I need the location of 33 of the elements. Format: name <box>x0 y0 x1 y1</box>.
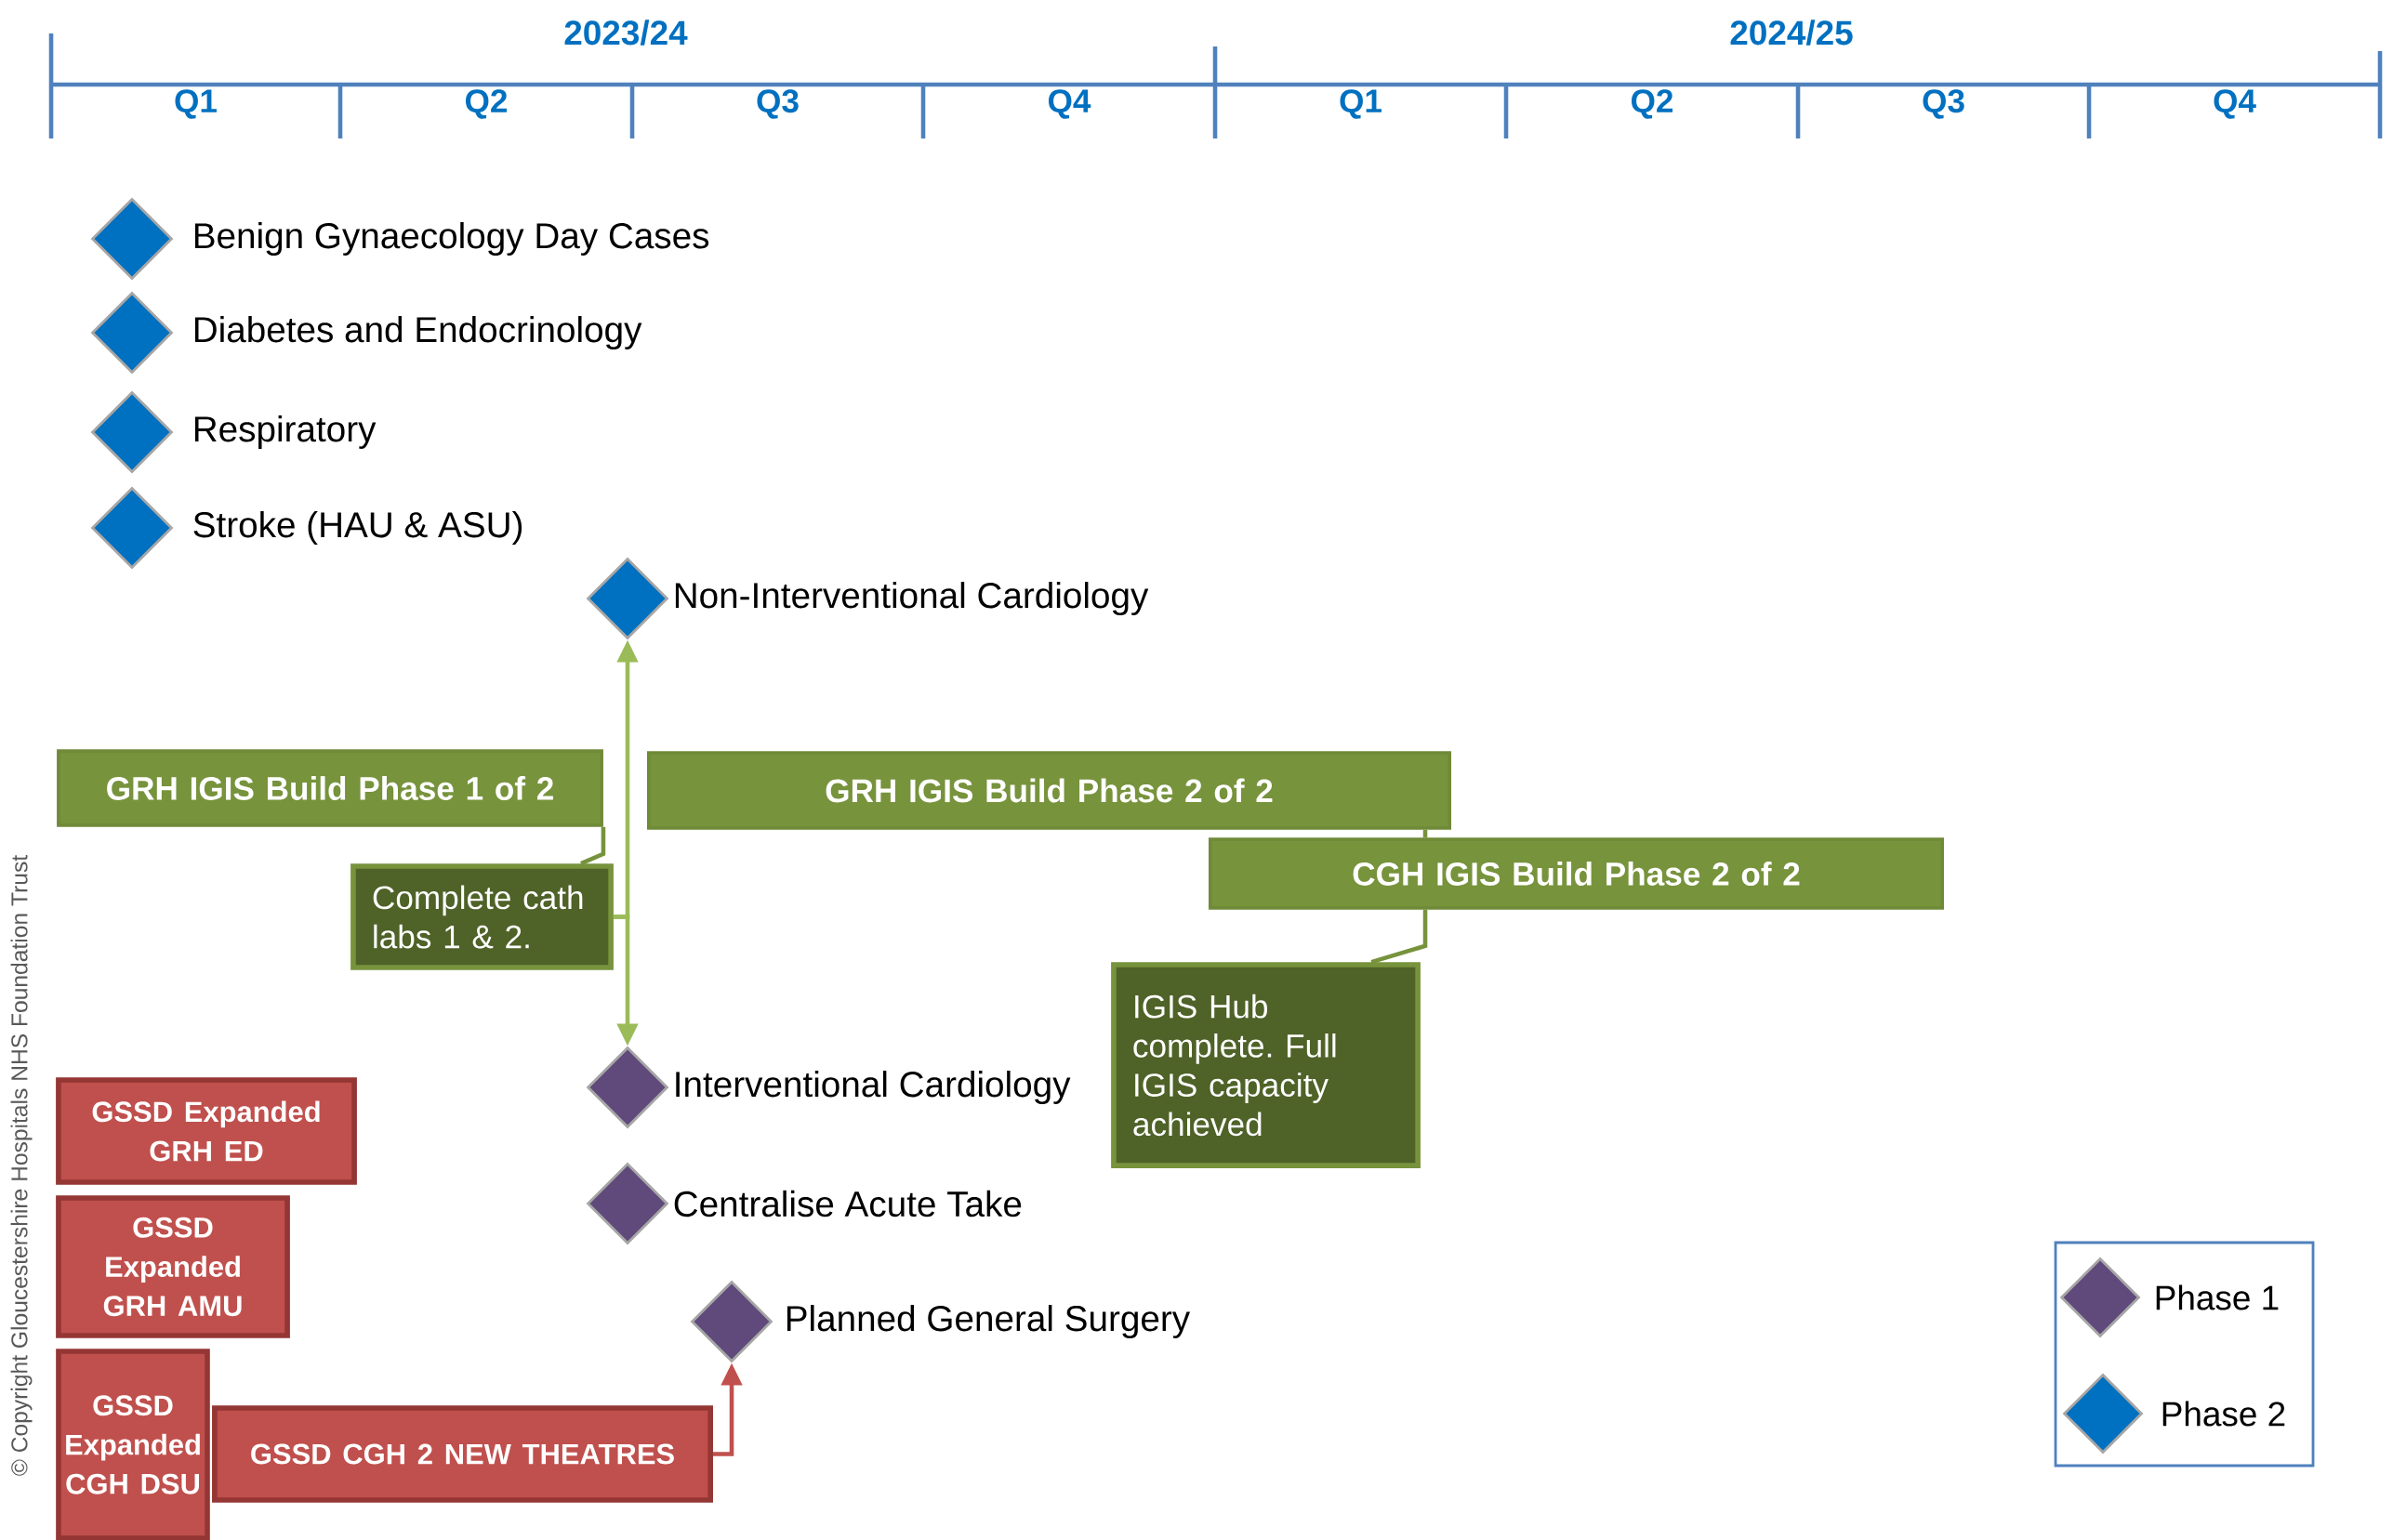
quarter-label: Q2 <box>1632 89 1673 119</box>
milestone-label: Stroke (HAU & ASU) <box>193 511 522 545</box>
timeline-bar: GSSD Expanded GRH ED <box>56 1077 357 1185</box>
connector-line <box>1422 829 1428 838</box>
timeline-bar: GSSD CGH 2 NEW THEATRES <box>212 1405 713 1503</box>
quarter-label: Q3 <box>1923 89 1964 119</box>
year-label: 2024/25 <box>1730 20 1853 46</box>
year-label: 2023/24 <box>564 20 688 46</box>
quarter-label: Q2 <box>466 89 508 119</box>
quarter-label: Q1 <box>175 89 217 119</box>
milestone-label: Centralise Acute Take <box>674 1190 1022 1218</box>
milestone-label: Planned General Surgery <box>787 1305 1191 1338</box>
connector-line <box>580 826 606 866</box>
milestone-label: Respiratory <box>194 415 377 449</box>
milestone-label: Interventional Cardiology <box>676 1071 1071 1104</box>
timeline-bar: GRH IGIS Build Phase 2 of 2 <box>647 751 1452 830</box>
quarter-label: Q3 <box>757 89 799 119</box>
timeline-bar: GSSD Expanded GRH AMU <box>56 1195 290 1338</box>
callout-box: Complete cath labs 1 & 2. <box>350 863 614 970</box>
legend-label: Phase 2 <box>2162 1401 2285 1427</box>
legend-label: Phase 1 <box>2156 1284 2279 1310</box>
timeline-bar: CGH IGIS Build Phase 2 of 2 <box>1209 837 1945 910</box>
timeline-bar: GSSD Expanded CGH DSU <box>56 1349 210 1540</box>
connector-line <box>1370 909 1428 965</box>
copyright-notice: © Copyright Gloucestershire Hospitals NHS Foundation Trust <box>10 855 33 1476</box>
milestone-label: Benign Gynaecology Day Cases <box>194 222 709 256</box>
milestone-label: Diabetes and Endocrinology <box>194 316 642 349</box>
quarter-label: Q4 <box>1049 89 1091 119</box>
timeline-bar: GRH IGIS Build Phase 1 of 2 <box>57 749 603 827</box>
quarter-label: Q1 <box>1340 89 1381 119</box>
milestone-label: Non-Interventional Cardiology <box>675 582 1149 615</box>
quarter-label: Q4 <box>2214 89 2256 119</box>
callout-box: IGIS Hub complete. Full IGIS capacity achieved <box>1111 962 1421 1168</box>
